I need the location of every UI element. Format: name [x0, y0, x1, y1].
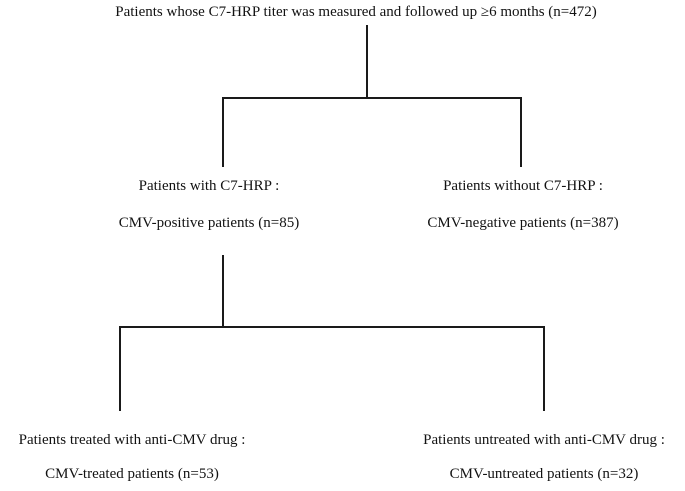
connector-split2-left-drop: [119, 326, 121, 411]
node-cmv-negative-count: CMV-negative patients (n=387): [427, 215, 619, 231]
root-node-label: Patients whose C7-HRP titer was measured…: [115, 4, 597, 20]
connector-root-stem: [366, 25, 368, 98]
connector-split1-right-drop: [520, 97, 522, 167]
node-cmv-treated: Patients treated with anti-CMV drug : CM…: [19, 431, 246, 483]
node-cmv-untreated-title: Patients untreated with anti-CMV drug :: [423, 432, 665, 448]
connector-cmv-positive-stem: [222, 255, 224, 327]
node-cmv-untreated-count: CMV-untreated patients (n=32): [449, 466, 639, 482]
node-cmv-negative: Patients without C7-HRP : CMV-negative p…: [427, 177, 618, 232]
node-cmv-positive-title: Patients with C7-HRP :: [138, 178, 280, 194]
connector-split1-horizontal: [222, 97, 522, 99]
connector-split2-right-drop: [543, 326, 545, 411]
node-cmv-treated-title: Patients treated with anti-CMV drug :: [18, 432, 246, 448]
node-cmv-positive: Patients with C7-HRP : CMV-positive pati…: [119, 177, 299, 232]
connector-split2-horizontal: [119, 326, 545, 328]
node-cmv-untreated: Patients untreated with anti-CMV drug : …: [423, 431, 665, 483]
node-cmv-positive-count: CMV-positive patients (n=85): [118, 215, 300, 231]
node-cmv-negative-title: Patients without C7-HRP :: [443, 178, 603, 194]
node-cmv-treated-count: CMV-treated patients (n=53): [45, 466, 219, 482]
connector-split1-left-drop: [222, 97, 224, 167]
